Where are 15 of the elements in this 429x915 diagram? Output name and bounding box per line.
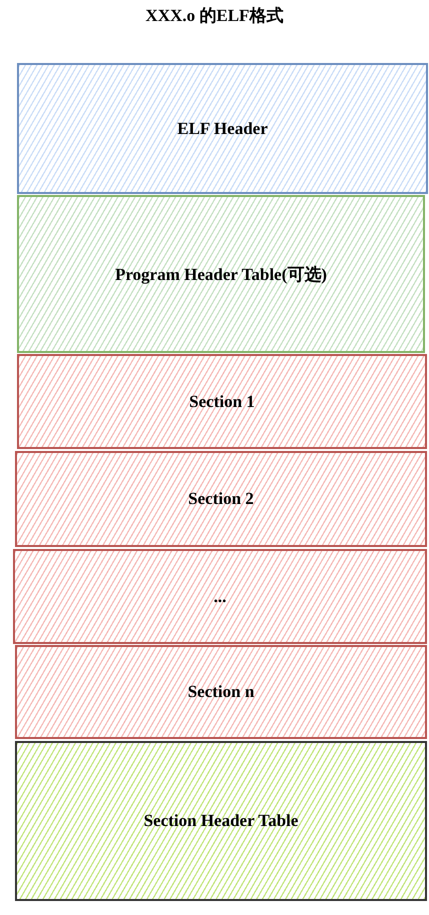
section-block (15, 645, 427, 739)
section-block (17, 63, 428, 194)
section-block (15, 741, 427, 901)
block-label: Program Header Table(可选) (115, 264, 327, 286)
section-block (17, 354, 427, 449)
section-block (15, 451, 427, 547)
diagram-title: XXX.o 的ELF格式 (144, 5, 284, 27)
block-label: Section 2 (188, 489, 254, 509)
block-label: ... (214, 586, 226, 606)
section-block (17, 195, 425, 353)
block-label: Section n (188, 682, 254, 702)
section-block (13, 549, 427, 644)
block-label: Section 1 (189, 392, 255, 412)
block-label: ELF Header (177, 118, 268, 138)
block-label: Section Header Table (144, 811, 298, 831)
